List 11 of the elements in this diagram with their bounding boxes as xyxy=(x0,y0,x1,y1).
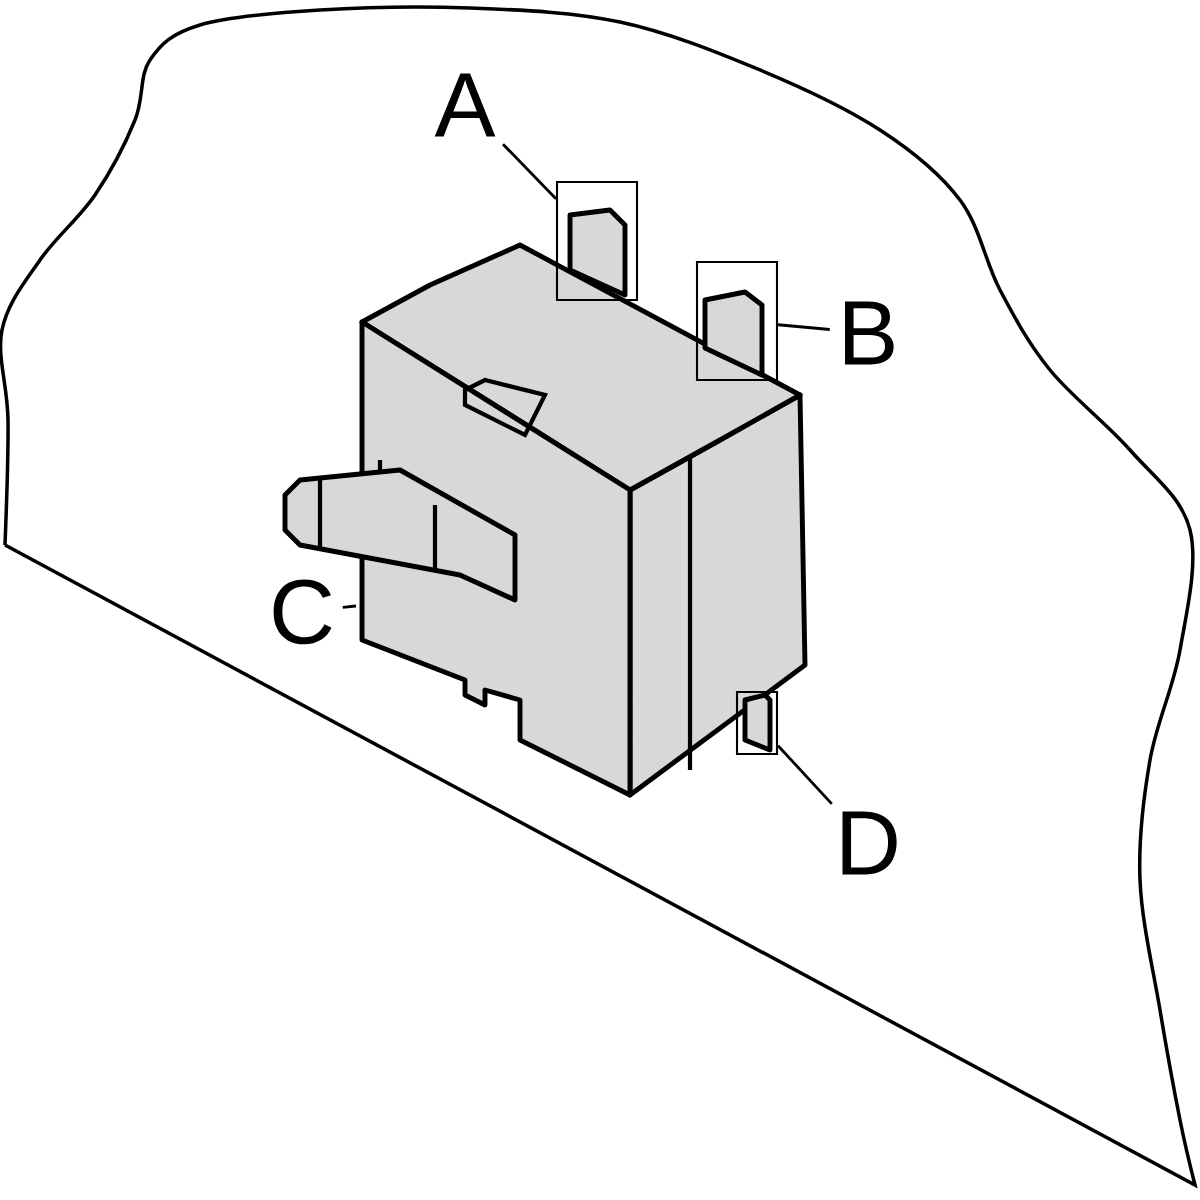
callout-letter: B xyxy=(845,301,894,365)
leader-line xyxy=(777,323,830,331)
callout-letter: A xyxy=(434,73,496,137)
leader-line xyxy=(777,744,833,805)
leader-line xyxy=(502,143,557,200)
highlight-frame xyxy=(555,180,639,302)
highlight-frame xyxy=(735,690,779,756)
callout-letter: D xyxy=(842,811,897,875)
leader-line xyxy=(342,604,357,609)
highlight-frame xyxy=(695,260,779,382)
callout-letter: C xyxy=(273,579,332,645)
